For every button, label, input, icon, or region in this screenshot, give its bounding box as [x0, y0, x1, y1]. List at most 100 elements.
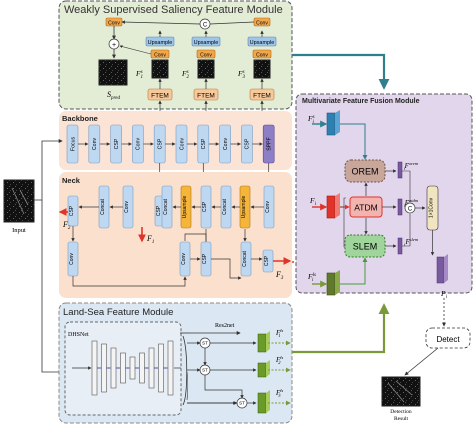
lsfm-feature-1 — [257, 333, 267, 353]
p-feature — [436, 256, 445, 284]
neck-upsample-2-label: Upsample — [241, 196, 247, 219]
backbone-block-10-label: SPPF — [267, 137, 273, 151]
wssfm-conv-2-label: Conv — [200, 52, 212, 58]
neck-conv-bottom-left-label: Conv — [69, 253, 75, 265]
mffm-input-ls — [326, 272, 336, 296]
s-pred-label: Spred — [107, 90, 120, 101]
lsfm-feature-3 — [257, 392, 267, 414]
dhsnet-label: DHSNet — [68, 332, 89, 338]
mffm-input-i — [326, 195, 336, 219]
wssfm-upsample-2-label: Upsample — [194, 40, 219, 46]
dhsnet-layer-2 — [101, 343, 107, 393]
backbone-block-6-label: Conv — [179, 138, 185, 151]
orem-label: OREM — [352, 167, 379, 177]
wssfm-upsample-3-label: Upsample — [250, 40, 275, 46]
wssfm-title: Weakly Supervised Saliency Feature Modul… — [64, 4, 283, 16]
mffm-concat-label: C — [408, 207, 413, 213]
backbone-block-7-label: CSP — [201, 138, 207, 149]
lsfm-title: Land-Sea Feature Module — [63, 307, 173, 318]
dhsnet-layer-8 — [158, 343, 164, 393]
wssfm-feature-map-1 — [151, 59, 169, 79]
atdm-label: ATDM — [354, 203, 377, 213]
backbone-block-4-label: Conv — [136, 138, 142, 151]
wssfm-conv-3-label: Conv — [256, 52, 268, 58]
neck-conv-1-label: Conv — [124, 201, 130, 213]
neck-csp-bottom-label: CSP — [202, 253, 208, 264]
st-op-label-3: ST — [239, 401, 245, 406]
slem-label: SLEM — [353, 242, 378, 252]
neck-csp-3-label: CSP — [202, 201, 208, 212]
neck-csp-2-label: CSP — [156, 205, 162, 216]
detection-result: Detection Result — [381, 376, 421, 422]
wssfm-module: Weakly Supervised Saliency Feature Modul… — [58, 0, 293, 127]
f-atdm-feature — [397, 198, 403, 216]
plus-op-label: + — [112, 42, 116, 49]
dhsnet-layer-5 — [129, 356, 136, 380]
input-image — [3, 179, 35, 223]
wssfm-conv-left-label: Conv — [108, 21, 120, 27]
conv1x1-label: 1×1Conv — [429, 197, 435, 218]
dhsnet-layer-6 — [139, 352, 145, 384]
backbone-block-1-label: Focus — [70, 137, 76, 152]
wssfm-upsample-1-label: Upsample — [148, 40, 173, 46]
mffm-in-i-label: Fi — [309, 196, 317, 207]
st-op-label-2: ST — [202, 368, 208, 373]
dhsnet-layer-4 — [120, 352, 126, 384]
lsfm-module: Land-Sea Feature Module DHSNet Res2net S… — [58, 302, 293, 424]
detect-block: Detect — [404, 327, 471, 376]
wssfm-conv-2 — [196, 49, 216, 59]
neck-f3-label: F3 — [275, 270, 284, 281]
saliency-pred-map — [98, 59, 128, 86]
ftem-label-2: FTEM — [197, 93, 215, 100]
detect-label: Detect — [436, 335, 460, 344]
ftem-label-1: FTEM — [151, 93, 169, 100]
neck-concat-2-label: Concat — [163, 198, 169, 214]
st-op-label-1: ST — [202, 341, 208, 346]
wssfm-conv-3 — [252, 49, 272, 59]
neck-conv-bottom-mid-label: Conv — [181, 253, 187, 265]
p-label: Pi — [440, 289, 448, 300]
wssfm-feature-map-3 — [253, 59, 271, 79]
lsfm-feature-2 — [257, 362, 267, 378]
wssfm-conv-right-label: Conv — [256, 21, 268, 27]
mffm-input-s — [326, 112, 336, 136]
dhsnet-layer-7 — [148, 347, 155, 389]
input-panel: Input — [3, 139, 63, 374]
res2net-label: Res2net — [215, 323, 235, 329]
neck-concat-bottom-label: Concat — [242, 250, 248, 266]
neck-upsample-1-label: Upsample — [182, 196, 188, 219]
detection-result-line1: Detection — [390, 409, 412, 415]
f-slem-feature — [397, 237, 403, 255]
input-label: Input — [12, 227, 26, 234]
concat-op-label: C — [203, 23, 208, 29]
dhsnet-layer-3 — [110, 347, 117, 389]
detection-result-line2: Result — [394, 416, 409, 422]
backbone-block-2-label: Conv — [92, 138, 98, 151]
wssfm-feature-map-2 — [197, 59, 215, 79]
backbone-block-8-label: Conv — [223, 138, 229, 151]
wssfm-conv-1-label: Conv — [154, 52, 166, 58]
dhsnet-layer-1 — [91, 340, 98, 396]
mffm-title: Multivariate Feature Fusion Module — [302, 98, 420, 105]
backbone-title: Backbone — [62, 114, 98, 123]
neck-csp-left-label: CSP — [69, 205, 75, 216]
ftem-label-3: FTEM — [253, 93, 271, 100]
neck-csp-bottom-right-label: CSP — [264, 255, 270, 266]
backbone-block-3-label: CSP — [114, 138, 120, 149]
neck-conv-2-label: Conv — [265, 201, 271, 213]
neck-f1-label: F1 — [146, 234, 154, 245]
detection-result-image — [381, 376, 421, 407]
neck-f2-label: F2 — [62, 220, 71, 231]
neck-module: Neck CSP Concat Conv CSP Concat Upsample… — [58, 172, 292, 298]
